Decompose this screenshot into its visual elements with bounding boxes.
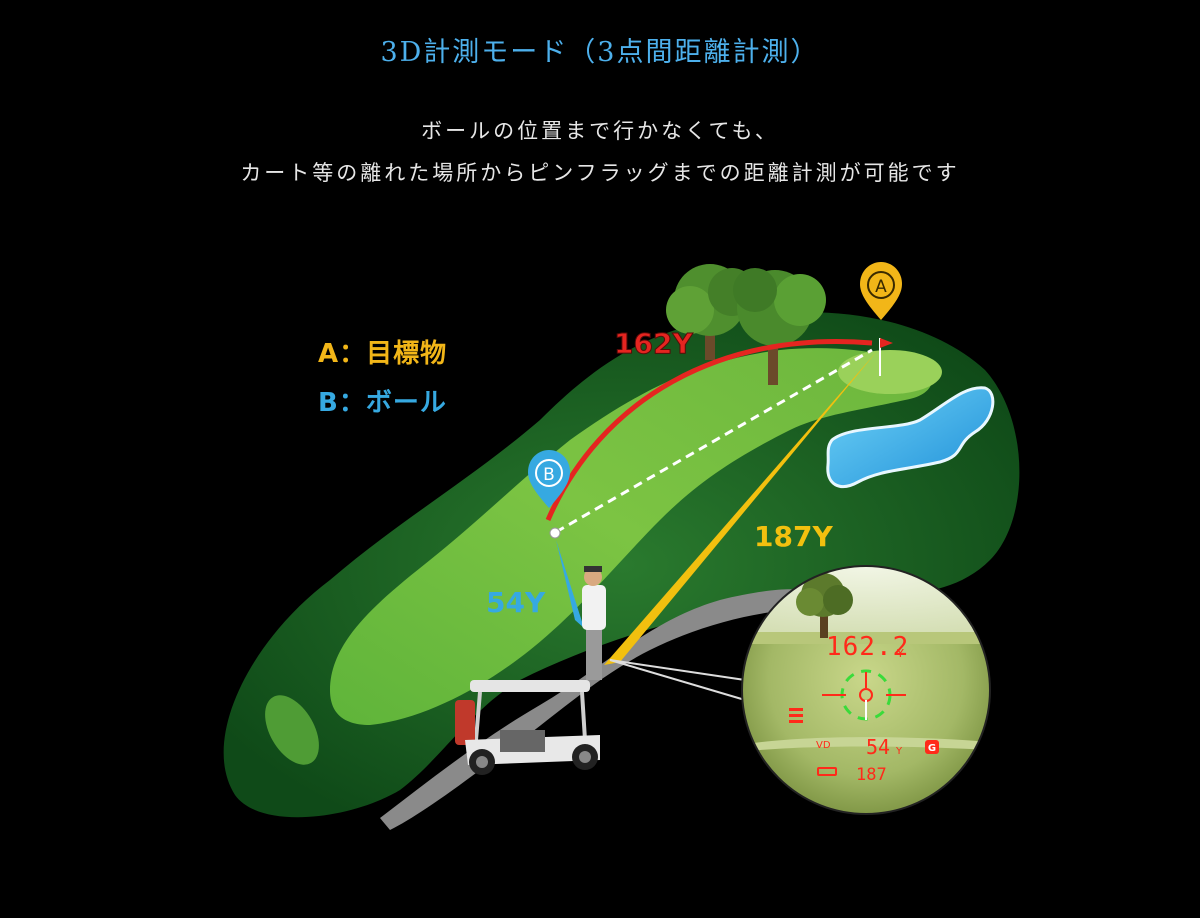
distance-label-54y: 54Y	[486, 586, 546, 619]
grass-patch	[265, 695, 319, 765]
green	[838, 350, 942, 394]
fairway	[330, 348, 932, 725]
cart-path	[380, 589, 800, 830]
golf-cart-icon	[455, 680, 600, 775]
viewfinder-secondary-unit: Y	[895, 746, 903, 757]
viewfinder-pointer	[609, 659, 746, 702]
marker-a-icon: A	[860, 262, 902, 320]
viewfinder-main-unit: Y	[896, 647, 904, 660]
arc-ball-to-pin	[545, 339, 873, 521]
marker-b-icon: B	[528, 450, 570, 508]
battery-icon	[817, 767, 837, 776]
viewfinder-mode: VD	[816, 740, 831, 751]
viewfinder-badge-box	[925, 740, 939, 754]
page-title: 3D計測モード（3点間距離計測）	[380, 37, 820, 68]
marker-b-label: B	[543, 465, 555, 485]
golfer-figure	[582, 566, 606, 680]
golf-ball	[549, 527, 561, 539]
description-line-2: カート等の離れた場所からピンフラッグまでの距離計測が可能です	[240, 161, 960, 185]
viewfinder-secondary-distance: 54	[866, 735, 890, 759]
marker-a-label: A	[875, 277, 887, 297]
viewfinder-main-distance: 162.2	[826, 632, 909, 662]
flag	[880, 338, 893, 348]
legend-a: A：目標物	[318, 339, 448, 369]
viewfinder-status-icon	[789, 708, 803, 723]
description-line-1: ボールの位置まで行かなくても、	[421, 119, 779, 143]
line-cart-to-ball	[556, 540, 584, 628]
distance-label-187y: 187Y	[754, 520, 833, 553]
distance-label-162y: 162Y	[614, 327, 693, 360]
viewfinder-tertiary-distance: 187	[856, 765, 887, 785]
line-cart-to-pin	[604, 350, 878, 665]
dashed-line-ball-to-pin	[555, 348, 873, 534]
trees	[666, 264, 826, 385]
legend-b: B：ボール	[318, 388, 447, 418]
pond	[826, 386, 995, 488]
viewfinder-badge: G	[928, 743, 936, 754]
